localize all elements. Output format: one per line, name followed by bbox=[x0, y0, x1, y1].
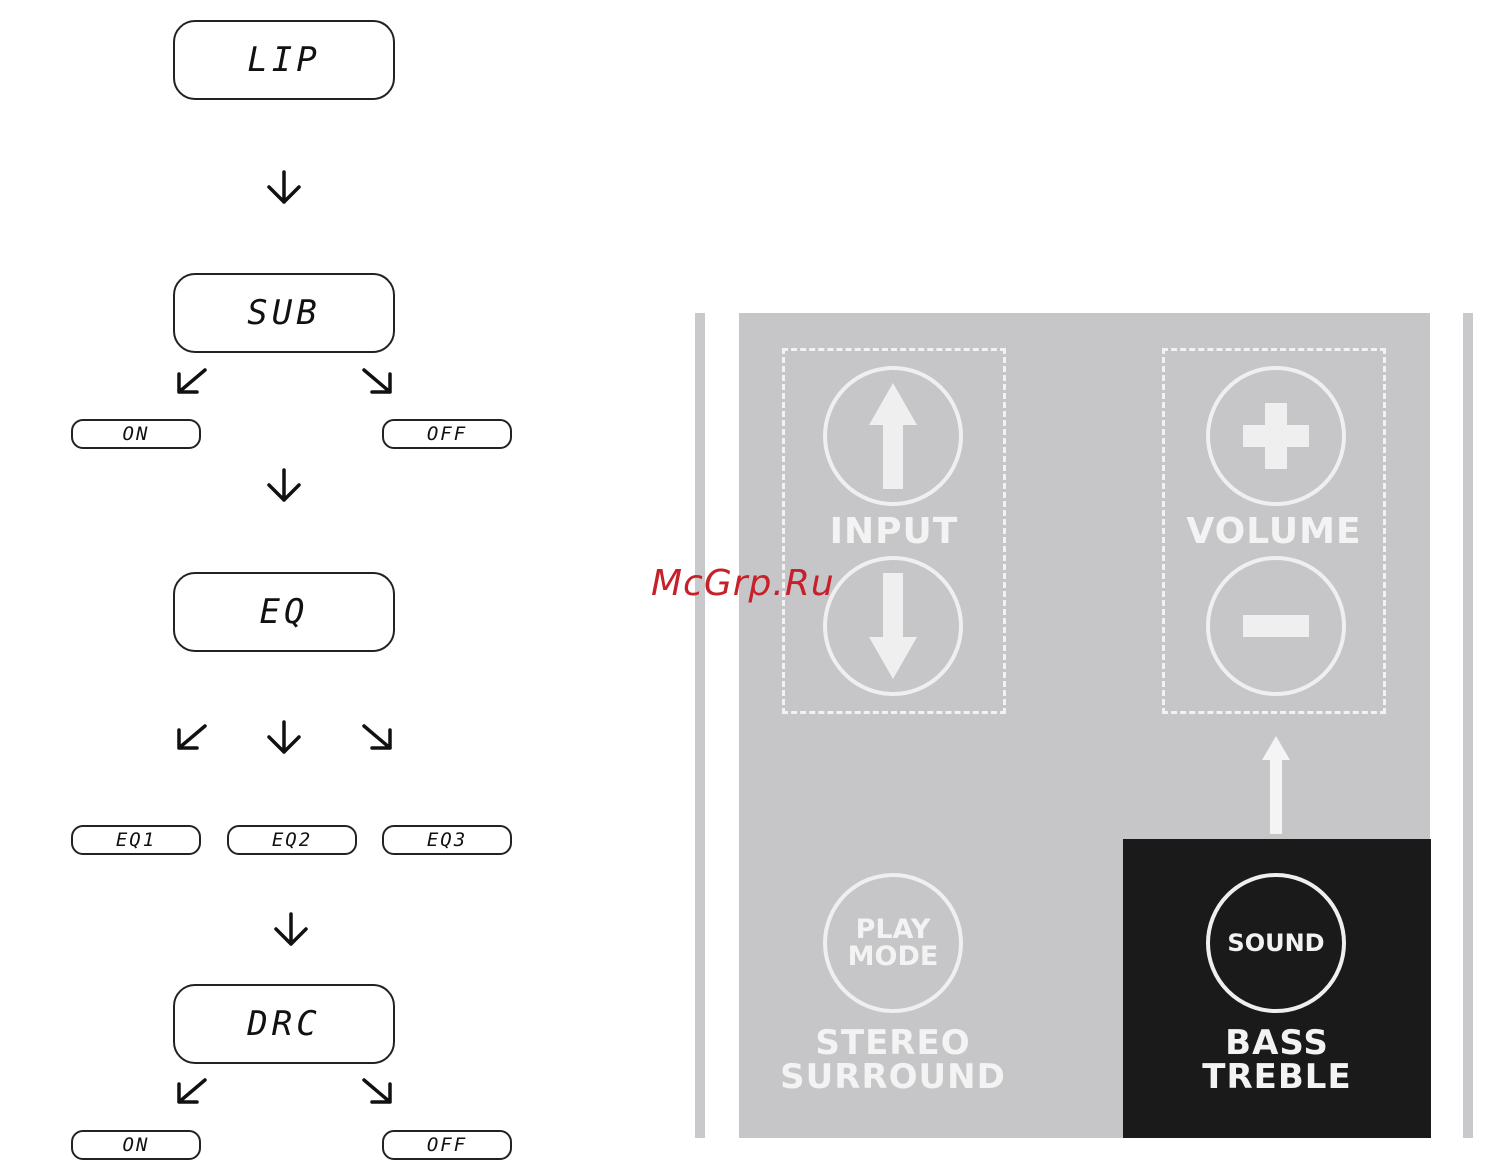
diag-left-arrow-sub bbox=[175, 368, 209, 396]
lip-label: LIP bbox=[247, 40, 320, 80]
sub-off-label: OFF bbox=[427, 423, 467, 445]
panel-rail-right bbox=[1463, 313, 1473, 1138]
play-mode-button[interactable]: PLAY MODE bbox=[823, 873, 963, 1013]
sub-on-label: ON bbox=[123, 423, 150, 445]
panel-rail-left bbox=[695, 313, 705, 1138]
minus-icon bbox=[1243, 615, 1309, 637]
plus-icon bbox=[1243, 403, 1309, 469]
lip-box: LIP bbox=[173, 20, 395, 100]
watermark-text: McGrp.Ru bbox=[651, 563, 851, 607]
eq1-label: EQ1 bbox=[116, 829, 156, 851]
up-arrow-icon bbox=[863, 381, 923, 491]
eq2-box: EQ2 bbox=[227, 825, 357, 855]
diag-right-arrow-drc bbox=[360, 1078, 394, 1106]
sound-label: SOUND bbox=[1227, 931, 1324, 955]
up-pointer-arrow bbox=[1260, 734, 1292, 836]
diag-right-arrow-eq bbox=[360, 724, 394, 752]
input-label: INPUT bbox=[788, 514, 1000, 550]
diag-left-arrow-drc bbox=[175, 1078, 209, 1106]
eq-box: EQ bbox=[173, 572, 395, 652]
drc-off-box: OFF bbox=[382, 1130, 512, 1160]
eq3-box: EQ3 bbox=[382, 825, 512, 855]
down-arrow-3 bbox=[271, 912, 311, 948]
down-arrow-1 bbox=[264, 170, 304, 206]
sub-box: SUB bbox=[173, 273, 395, 353]
treble-label: TREBLE bbox=[1164, 1060, 1390, 1094]
eq2-label: EQ2 bbox=[272, 829, 312, 851]
sound-button[interactable]: SOUND bbox=[1206, 873, 1346, 1013]
sub-off-box: OFF bbox=[382, 419, 512, 449]
volume-up-button[interactable] bbox=[1206, 366, 1346, 506]
drc-box: DRC bbox=[173, 984, 395, 1064]
sub-on-box: ON bbox=[71, 419, 201, 449]
play-mode-line2: MODE bbox=[848, 943, 939, 970]
down-arrow-icon bbox=[863, 571, 923, 681]
surround-label: SURROUND bbox=[780, 1060, 1006, 1094]
eq1-box: EQ1 bbox=[71, 825, 201, 855]
drc-label: DRC bbox=[247, 1004, 320, 1044]
eq3-label: EQ3 bbox=[427, 829, 467, 851]
drc-on-box: ON bbox=[71, 1130, 201, 1160]
diag-left-arrow-eq bbox=[175, 724, 209, 752]
volume-down-button[interactable] bbox=[1206, 556, 1346, 696]
volume-label: VOLUME bbox=[1168, 514, 1380, 550]
down-arrow-2 bbox=[264, 468, 304, 504]
sub-label: SUB bbox=[247, 293, 320, 333]
drc-on-label: ON bbox=[123, 1134, 150, 1156]
input-up-button[interactable] bbox=[823, 366, 963, 506]
eq-label: EQ bbox=[260, 592, 309, 632]
down-arrow-eq bbox=[264, 720, 304, 756]
diag-right-arrow-sub bbox=[360, 368, 394, 396]
play-mode-line1: PLAY bbox=[848, 916, 939, 943]
stereo-label: STEREO bbox=[780, 1026, 1006, 1060]
drc-off-label: OFF bbox=[427, 1134, 467, 1156]
bass-label: BASS bbox=[1164, 1026, 1390, 1060]
